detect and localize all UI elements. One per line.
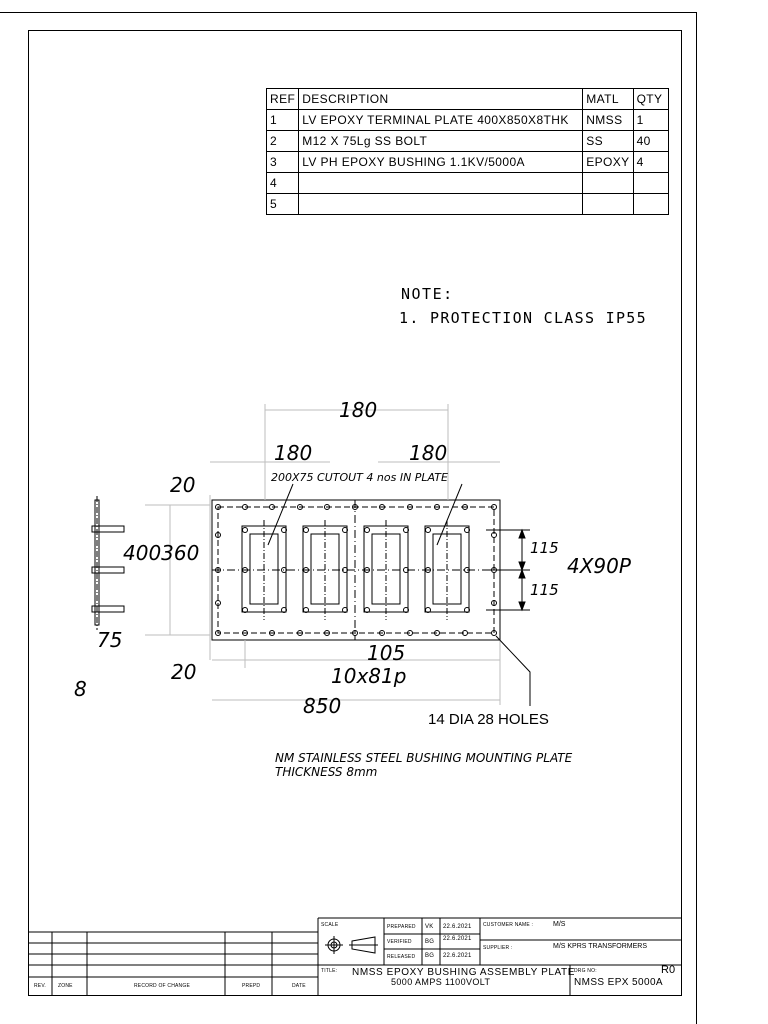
prepared-date: 22.6.2021: [443, 924, 472, 930]
rev-header-date: DATE: [292, 983, 306, 989]
cutout-leader-2: [436, 483, 463, 546]
supplier-value: M/S KPRS TRANSFORMERS: [553, 943, 647, 950]
bill-of-materials: REF DESCRIPTION MATL QTY 1 LV EPOXY TERM…: [265, 88, 669, 215]
bom-header-description: DESCRIPTION: [298, 88, 584, 110]
dim-top-left: 180: [274, 441, 313, 465]
rev-header-rev: REV.: [34, 983, 47, 989]
frame-right: [681, 30, 682, 996]
prepared-by: VK: [425, 924, 434, 930]
note-title: NOTE:: [401, 285, 454, 303]
rev-header-zone: ZONE: [58, 983, 73, 989]
released-by: BG: [425, 953, 435, 959]
bom-qty: 4: [632, 151, 669, 173]
frame-top: [28, 30, 682, 31]
bom-qty: 40: [632, 130, 669, 152]
verified-label: VERIFIED: [387, 939, 412, 945]
dim-bottom-margin: 20: [171, 660, 197, 684]
holes-top-row: [215, 504, 497, 510]
bom-matl: [582, 193, 634, 215]
bom-qty: 1: [632, 109, 669, 131]
bom-matl: SS: [582, 130, 634, 152]
bom-matl: EPOXY: [582, 151, 634, 173]
dim-height: 400360: [123, 541, 200, 565]
side-bushing: [91, 605, 125, 613]
dim-side-label: 4X90P: [567, 554, 631, 578]
caption-line-1: NM STAINLESS STEEL BUSHING MOUNTING PLAT…: [275, 751, 573, 765]
page-border-right: [696, 12, 697, 1024]
customer-value: M/S: [553, 921, 566, 928]
rev-header-record: RECORD OF CHANGE: [134, 983, 190, 989]
title-label: TITLE:: [321, 968, 338, 974]
dim-side-75: 75: [97, 628, 123, 652]
cutout-label: 200X75 CUTOUT 4 nos IN PLATE: [271, 471, 448, 484]
holes-leader: [495, 635, 531, 706]
frame-left: [28, 30, 29, 996]
bom-description: LV PH EPOXY BUSHING 1.1KV/5000A: [298, 151, 584, 173]
projection-symbol: [325, 936, 378, 954]
caption-line-2: THICKNESS 8mm: [275, 765, 378, 779]
side-bushing: [91, 566, 125, 574]
scale-label: SCALE: [321, 922, 339, 928]
drawing-number: NMSS EPX 5000A: [574, 977, 663, 988]
bom-header-ref: REF: [265, 88, 300, 110]
drawing-title-line-2: 5000 AMPS 1100VOLT: [391, 977, 491, 987]
drawing-title-line-1: NMSS EPOXY BUSHING ASSEMBLY PLATE: [352, 967, 576, 978]
bom-header-row: REF DESCRIPTION MATL QTY: [265, 88, 669, 110]
dim-width: 850: [303, 694, 342, 718]
bom-row: 3 LV PH EPOXY BUSHING 1.1KV/5000A EPOXY …: [265, 151, 669, 173]
bom-header-qty: QTY: [632, 88, 669, 110]
customer-label: CUSTOMER NAME :: [483, 922, 534, 928]
bom-row: 5: [265, 193, 669, 215]
prepared-label: PREPARED: [387, 924, 416, 930]
verified-by: BG: [425, 939, 435, 945]
bom-row: 1 LV EPOXY TERMINAL PLATE 400X850X8THK N…: [265, 109, 669, 131]
released-label: RELEASED: [387, 954, 416, 960]
dim-pitch-105: 105: [367, 641, 406, 665]
dim-top-right: 180: [409, 441, 448, 465]
dim-top-margin: 20: [170, 473, 196, 497]
note-item: 1. PROTECTION CLASS IP55: [399, 309, 647, 327]
side-bushing: [91, 525, 125, 533]
dim-pitch-row: 10x81p: [331, 664, 407, 688]
revision-number: R0: [661, 964, 676, 976]
supplier-label: SUPPLIER :: [483, 945, 513, 951]
holes-label: 14 DIA 28 HOLES: [428, 711, 549, 728]
dim-pitch-1: 115: [530, 539, 559, 557]
drg-no-label: DRG NO:: [574, 968, 597, 974]
dim-thickness: 8: [74, 677, 87, 701]
bom-qty: [632, 193, 669, 215]
rev-header-prepd: PREPD: [242, 983, 261, 989]
cutout-leader-1: [267, 483, 294, 546]
page-border-top: [0, 12, 697, 13]
bom-header-matl: MATL: [582, 88, 634, 110]
holes-bottom-row: [215, 630, 497, 636]
bushing-bolt-holes: [242, 527, 470, 613]
verified-date: 22.6.2021: [443, 936, 472, 942]
released-date: 22.6.2021: [443, 953, 472, 959]
dimension-lines: [145, 404, 501, 705]
dim-pitch-2: 115: [530, 581, 559, 599]
dim-top-overall: 180: [339, 398, 378, 422]
bom-ref: 5: [265, 193, 300, 215]
bom-row: 4: [265, 172, 669, 194]
frame-bottom: [28, 995, 682, 996]
pitch-dimension: [486, 528, 530, 612]
